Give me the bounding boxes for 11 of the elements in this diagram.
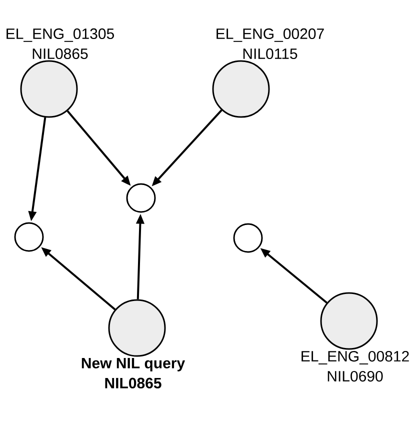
empty-circle — [14, 222, 44, 252]
node-label: New NIL query — [82, 358, 186, 372]
node-label: EL_ENG_00812 — [302, 350, 409, 364]
node-label: EL_ENG_01305 — [6, 28, 114, 42]
node-label: NIL0690 — [328, 370, 383, 382]
empty-circle — [233, 223, 263, 253]
empty-circle — [126, 183, 156, 213]
node-label: EL_ENG_00207 — [216, 28, 324, 42]
node-label: NIL0865 — [105, 378, 162, 388]
node-label: NIL0115 — [243, 48, 298, 60]
node-label: NIL0865 — [32, 48, 88, 60]
